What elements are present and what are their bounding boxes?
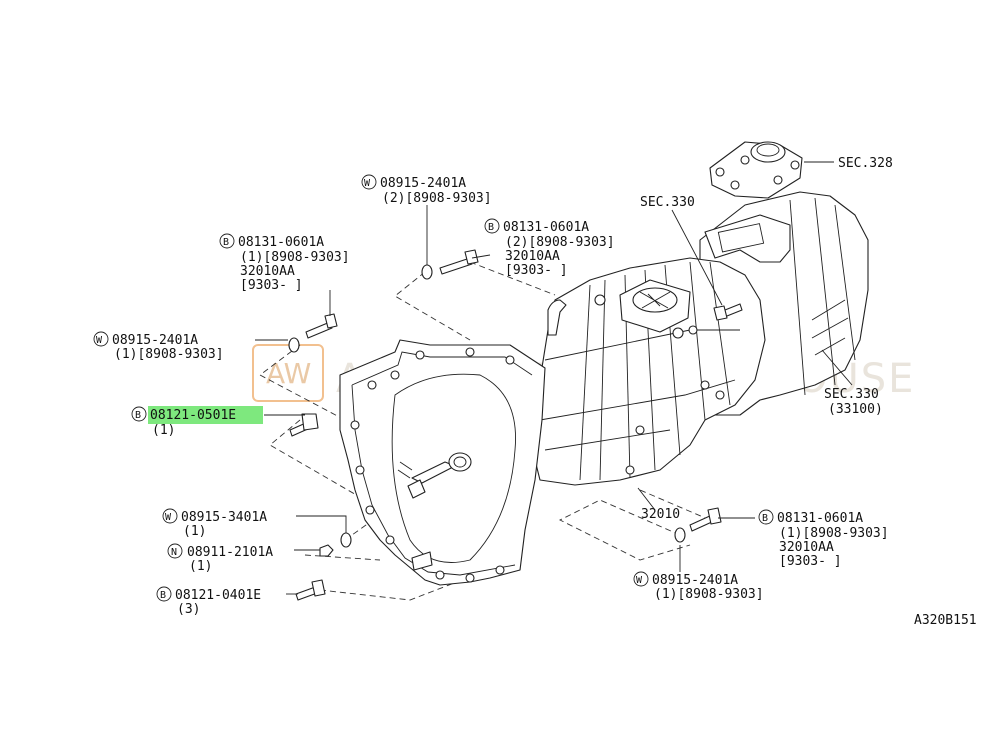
callout-sec330-right-line-1: (33100) [828, 402, 883, 417]
callout-b-bottom-left-prefix: B [160, 590, 166, 601]
callout-b-top-right-part: 08131-0601A [503, 220, 589, 235]
bell-housing [339, 339, 546, 586]
callout-w-top-line-1: (2)[8908-9303] [382, 191, 492, 206]
callout-sec330-right[interactable]: SEC.330 (33100) [824, 387, 883, 417]
callout-b-highlight-prefix: B [135, 410, 141, 421]
callout-w-left-line-1: (1)[8908-9303] [114, 347, 224, 362]
transmission-assembly [339, 191, 869, 586]
prefix-circle-b [758, 509, 774, 525]
prefix-circle-b [219, 233, 235, 249]
prefix-circle-b [484, 218, 500, 234]
callout-n-bottom-left-line-1: (1) [189, 559, 212, 574]
callout-w-top[interactable]: W 08915-2401A (2)[8908-9303] [361, 174, 492, 206]
watermark-logo: AW [266, 357, 311, 390]
top-cover-assembly [709, 141, 803, 199]
watermark-logo-frame [252, 344, 324, 402]
bolt-left-upper [305, 313, 338, 339]
callout-32010-part: 32010 [641, 507, 680, 522]
bolt-bottom-right [689, 507, 722, 532]
washer-left [288, 337, 300, 353]
callout-b-bottom-left[interactable]: B 08121-0401E (3) [156, 586, 261, 617]
callout-b-bottom-right-line-2: 32010AA [779, 540, 834, 555]
callout-b-bottom-right[interactable]: B 08131-0601A (1)[8908-9303] 32010AA [93… [758, 509, 889, 569]
callout-b-bottom-left-line-1: (3) [177, 602, 200, 617]
part-number-highlight [148, 406, 263, 424]
callout-w-bottom-left[interactable]: W 08915-3401A (1) [162, 508, 267, 539]
callout-b-top-left[interactable]: B 08131-0601A (1)[8908-9303] 32010AA [93… [219, 233, 350, 293]
prefix-circle-w [361, 174, 377, 190]
callout-b-bottom-right-line-1: (1)[8908-9303] [779, 526, 889, 541]
prefix-circle-w [93, 331, 109, 347]
callout-w-top-prefix: W [364, 178, 371, 189]
callout-b-top-right-line-1: (2)[8908-9303] [505, 235, 615, 250]
bolt-top-right [439, 249, 479, 275]
callout-sec330-right-part: SEC.330 [824, 387, 879, 402]
callout-sec328[interactable]: SEC.328 [838, 156, 893, 171]
figure-code: A320B151 [914, 613, 977, 628]
prefix-circle-b [131, 406, 147, 422]
washer-bottom-left [340, 532, 352, 548]
callout-b-top-right-line-3: [9303- ] [505, 263, 568, 278]
callout-32010[interactable]: 32010 [641, 507, 680, 522]
callout-n-bottom-left-prefix: N [171, 547, 177, 558]
callout-w-bottom-right[interactable]: W 08915-2401A (1)[8908-9303] [633, 571, 764, 602]
hardware [288, 249, 743, 601]
callout-b-top-left-line-3: [9303- ] [240, 278, 303, 293]
callout-sec330-top-part: SEC.330 [640, 195, 695, 210]
callout-b-top-left-line-1: (1)[8908-9303] [240, 250, 350, 265]
prefix-circle-w [162, 508, 178, 524]
callout-b-top-left-part: 08131-0601A [238, 235, 324, 250]
callout-w-bottom-left-prefix: W [165, 512, 172, 523]
callout-w-left-part: 08915-2401A [112, 333, 198, 348]
prefix-circle-b [156, 586, 172, 602]
callout-b-bottom-left-part: 08121-0401E [175, 588, 261, 603]
callout-w-top-part: 08915-2401A [380, 176, 466, 191]
bolt-highlighted [289, 413, 319, 437]
callout-b-highlight-part: 08121-0501E [150, 408, 236, 423]
callout-b-top-left-line-2: 32010AA [240, 264, 295, 279]
bolt-bottom-left [295, 579, 326, 601]
callout-b-highlight[interactable]: B 08121-0501E (1) [131, 406, 263, 438]
callout-w-left[interactable]: W 08915-2401A (1)[8908-9303] [93, 331, 224, 362]
washer-bottom-right [674, 527, 686, 543]
callout-n-bottom-left[interactable]: N 08911-2101A (1) [167, 543, 273, 574]
callout-sec328-part: SEC.328 [838, 156, 893, 171]
prefix-circle-w [633, 571, 649, 587]
callout-sec330-top[interactable]: SEC.330 [640, 195, 695, 210]
callout-w-bottom-right-line-1: (1)[8908-9303] [654, 587, 764, 602]
callout-b-top-right-line-2: 32010AA [505, 249, 560, 264]
callout-b-bottom-right-line-3: [9303- ] [779, 554, 842, 569]
callout-b-top-left-prefix: B [223, 237, 229, 248]
callout-b-top-right[interactable]: B 08131-0601A (2)[8908-9303] 32010AA [93… [484, 218, 615, 278]
bolt-case-right [713, 303, 743, 321]
callout-w-bottom-left-part: 08915-3401A [181, 510, 267, 525]
callout-n-bottom-left-part: 08911-2101A [187, 545, 273, 560]
callout-w-bottom-left-line-1: (1) [183, 524, 206, 539]
callout-b-bottom-right-prefix: B [762, 513, 768, 524]
callout-w-left-prefix: W [96, 335, 103, 346]
callout-b-top-right-prefix: B [488, 222, 494, 233]
washer-top [421, 264, 433, 280]
nut [319, 544, 334, 557]
callout-b-highlight-line-1: (1) [152, 423, 175, 438]
leader-lines [255, 161, 853, 595]
rear-plate [704, 214, 791, 263]
prefix-circle-n [167, 543, 183, 559]
callout-w-bottom-right-prefix: W [636, 575, 643, 586]
callout-b-bottom-right-part: 08131-0601A [777, 511, 863, 526]
callout-w-bottom-right-part: 08915-2401A [652, 573, 738, 588]
